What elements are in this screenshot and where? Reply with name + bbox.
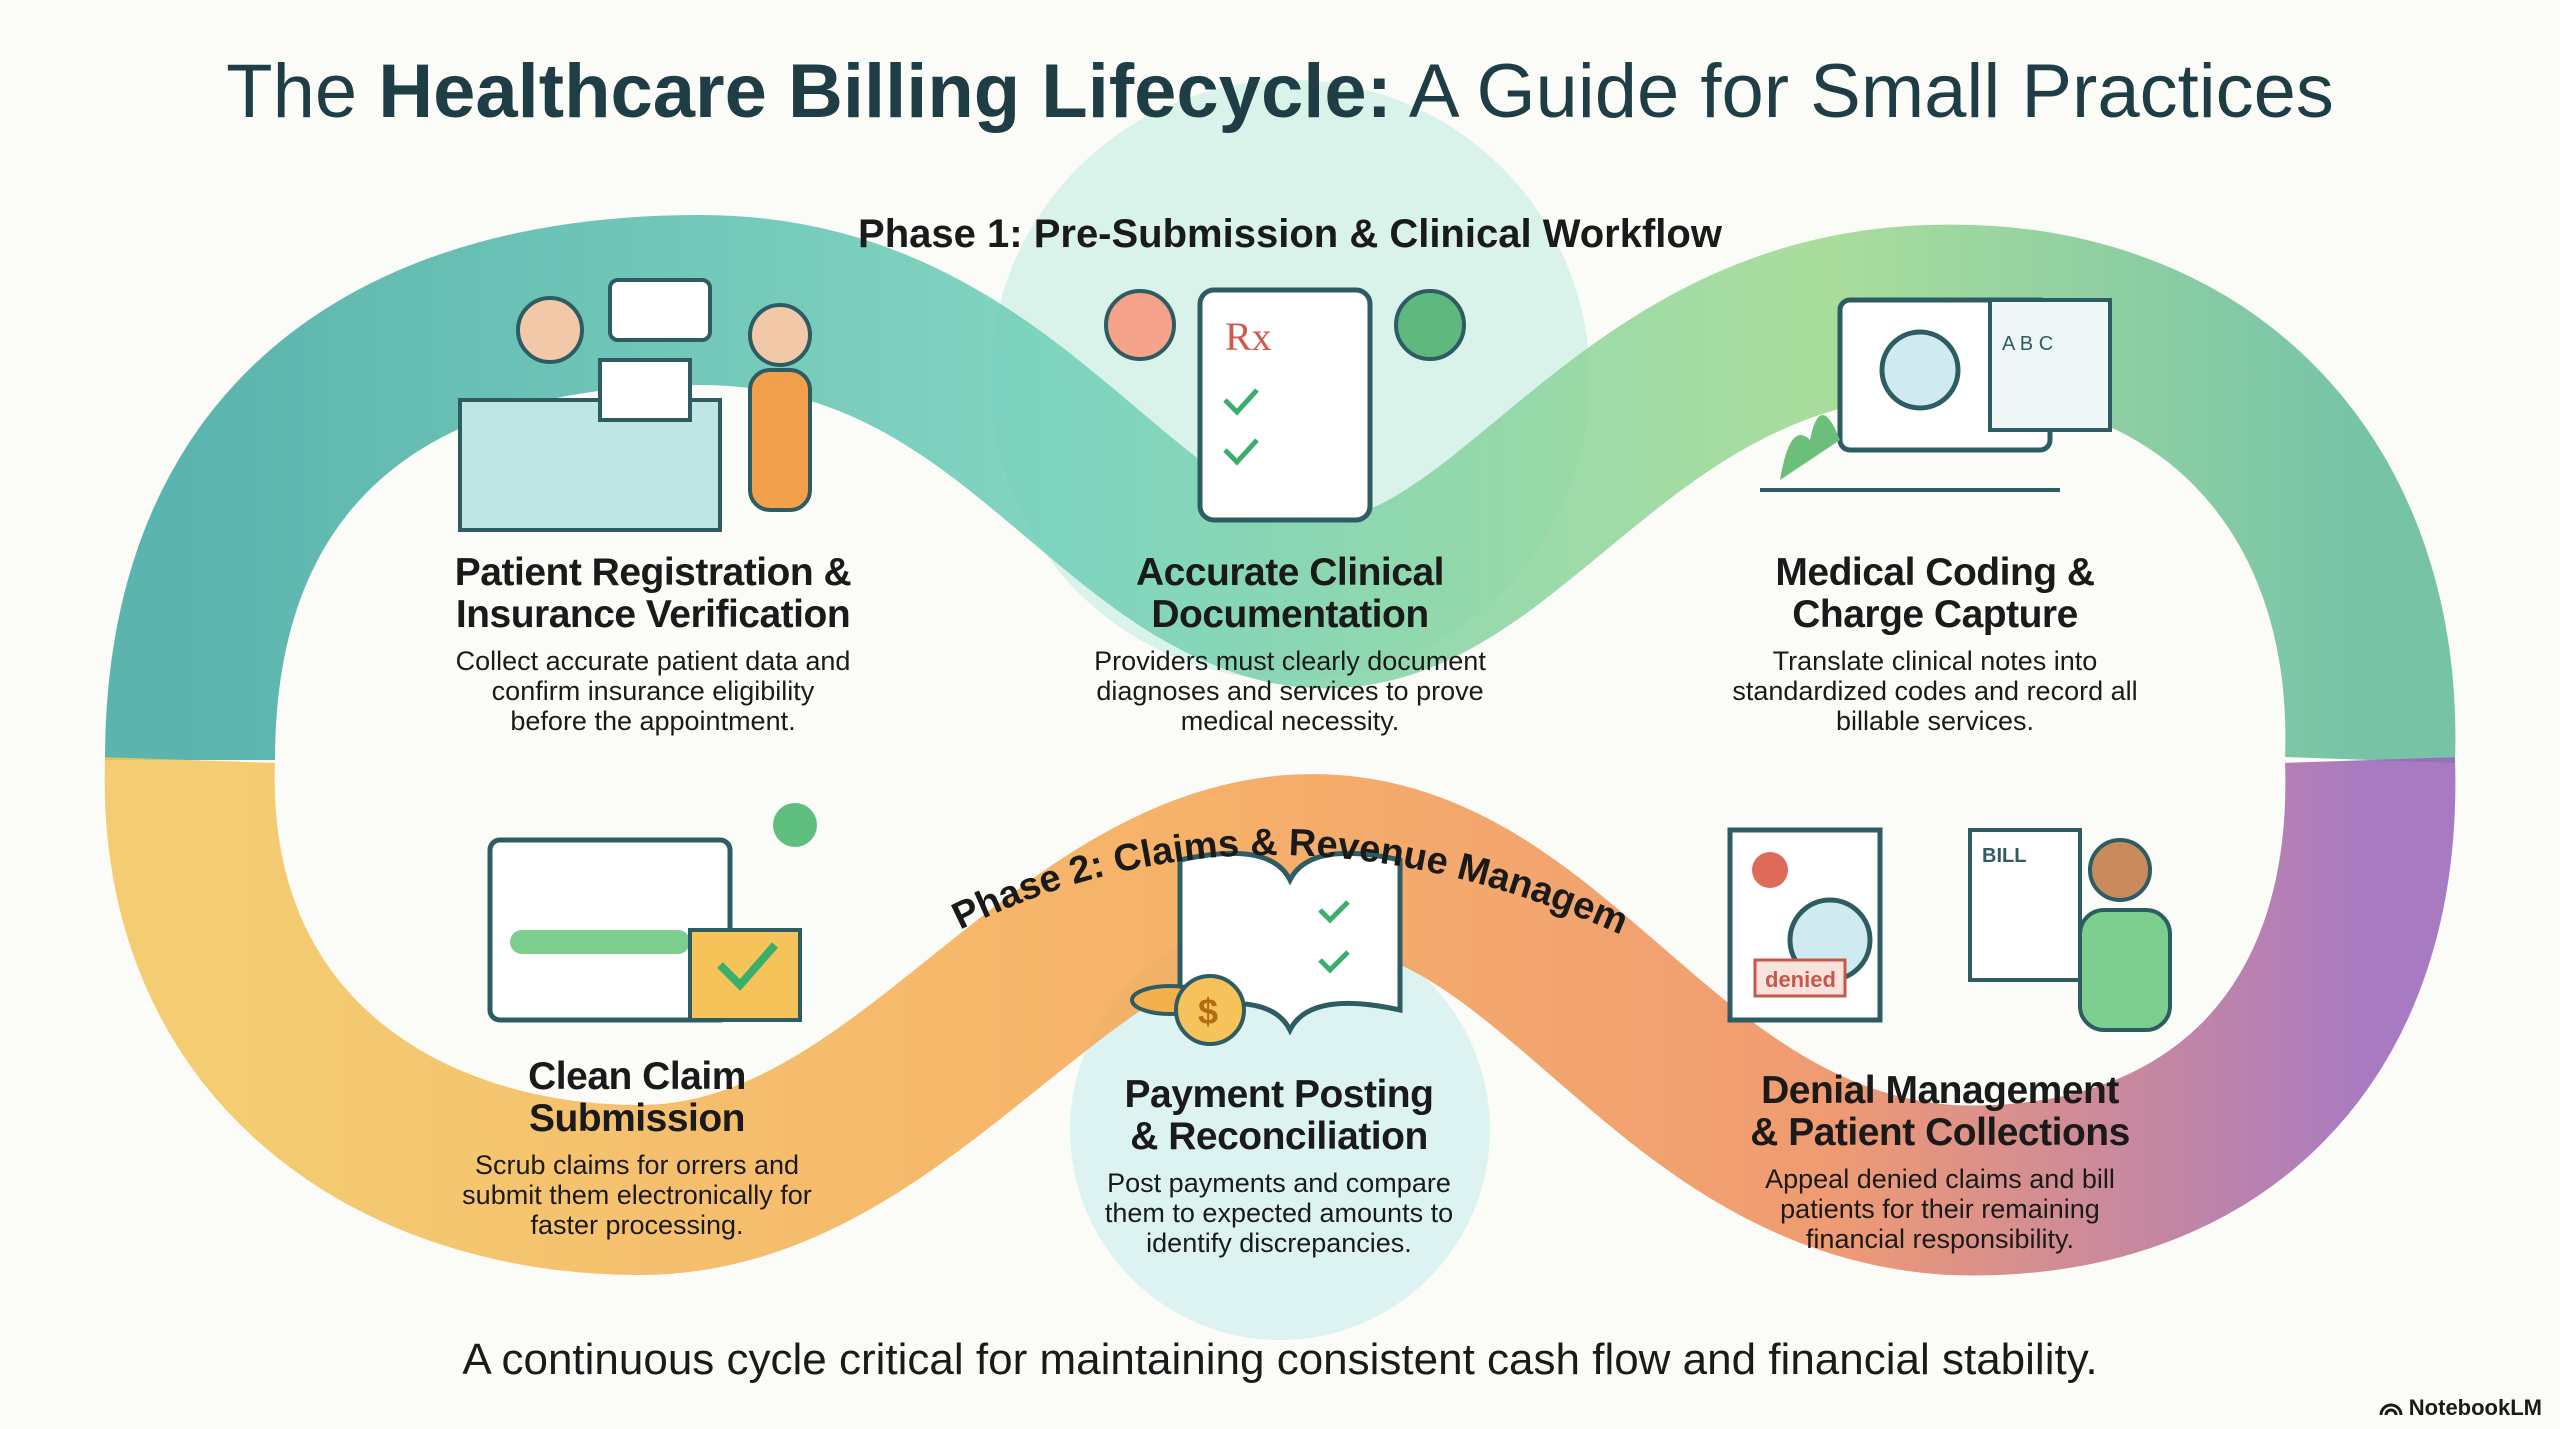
denial-illustration: denied BILL xyxy=(1727,827,2172,1032)
step-payment-posting: Payment Posting& Reconciliation Post pay… xyxy=(969,1073,1589,1259)
rx-text: Rx xyxy=(1225,314,1272,359)
card1-panel xyxy=(320,470,980,810)
step-title: Clean Claim xyxy=(528,1055,746,1098)
step-title: Accurate Clinical xyxy=(1136,551,1444,594)
dollar-text: $ xyxy=(1198,991,1218,1032)
center-bottom-glow xyxy=(1070,920,1490,1340)
step-title: Patient Registration & xyxy=(454,551,852,594)
step-title: & Reconciliation xyxy=(1130,1115,1428,1158)
step-desc: confirm insurance eligibility xyxy=(491,676,815,706)
step-title: Insurance Verification xyxy=(455,593,851,636)
step-title: Submission xyxy=(528,1097,746,1140)
denied-stamp-text: denied xyxy=(1765,967,1836,992)
step-desc: financial responsibility. xyxy=(1805,1224,2075,1254)
step-desc: medical necessity. xyxy=(1180,706,1400,736)
payment-posting-illustration: $ xyxy=(1130,850,1403,1046)
step-denial-management: Denial Management& Patient Collections A… xyxy=(1630,1069,2250,1255)
step-desc: faster processing. xyxy=(530,1210,744,1240)
bottom-ribbon xyxy=(104,757,2456,1276)
step-desc: before the appointment. xyxy=(510,706,796,736)
brand-watermark: NotebookLM xyxy=(2379,1395,2542,1421)
card3-panel xyxy=(1605,470,2265,810)
brand-name: NotebookLM xyxy=(2408,1395,2542,1420)
step-title: & Patient Collections xyxy=(1750,1111,2130,1154)
step-desc: billable services. xyxy=(1835,706,2035,736)
notebooklm-logo-icon xyxy=(2379,1403,2403,1416)
step-desc: diagnoses and services to prove xyxy=(1096,676,1484,706)
step-title: Payment Posting xyxy=(1124,1073,1434,1116)
step-desc: them to expected amounts to xyxy=(1104,1198,1454,1228)
step-desc: Appeal denied claims and bill xyxy=(1765,1164,2115,1194)
footer-caption: A continuous cycle critical for maintain… xyxy=(462,1335,2098,1384)
step-desc: identify discrepancies. xyxy=(1146,1228,1412,1258)
coding-illustration: A B C xyxy=(1760,297,2112,492)
step-title: Denial Management xyxy=(1761,1069,2119,1112)
documentation-illustration: Rx xyxy=(1104,287,1466,523)
page-title: The Healthcare Billing Lifecycle: A Guid… xyxy=(226,49,2334,134)
step-title: Documentation xyxy=(1151,593,1429,636)
phase2-label: Phase 2: Claims & Revenue Management xyxy=(880,760,1634,943)
step-title: Charge Capture xyxy=(1792,593,2078,636)
svg-text:Phase 2: Claims & Revenue Mana: Phase 2: Claims & Revenue Management xyxy=(880,760,1634,943)
step-desc: submit them electronically for xyxy=(462,1180,812,1210)
step-desc: Providers must clearly document xyxy=(1094,646,1486,676)
phase1-label: Phase 1: Pre-Submission & Clinical Workf… xyxy=(858,212,1722,256)
bill-text: BILL xyxy=(1982,845,2026,867)
step-desc: Translate clinical notes into xyxy=(1772,646,2098,676)
step-desc: standardized codes and record all xyxy=(1732,676,2138,706)
step-desc: Post payments and compare xyxy=(1107,1168,1451,1198)
step-medical-coding: Medical Coding &Charge Capture Translate… xyxy=(1625,551,2245,737)
registration-illustration xyxy=(458,278,812,532)
codes-text: A B C xyxy=(2002,333,2053,355)
step-desc: patients for their remaining xyxy=(1780,1194,2100,1224)
step-patient-registration: Patient Registration &Insurance Verifica… xyxy=(343,551,963,737)
top-ribbon xyxy=(105,214,2456,763)
step-title: Medical Coding & xyxy=(1775,551,2095,594)
step-desc: Collect accurate patient data and xyxy=(455,646,851,676)
claim-submission-illustration xyxy=(487,803,817,1023)
step-desc: Scrub claims for orrers and xyxy=(474,1150,800,1180)
phase2-text: Phase 2: Claims & Revenue Management xyxy=(880,760,1634,943)
